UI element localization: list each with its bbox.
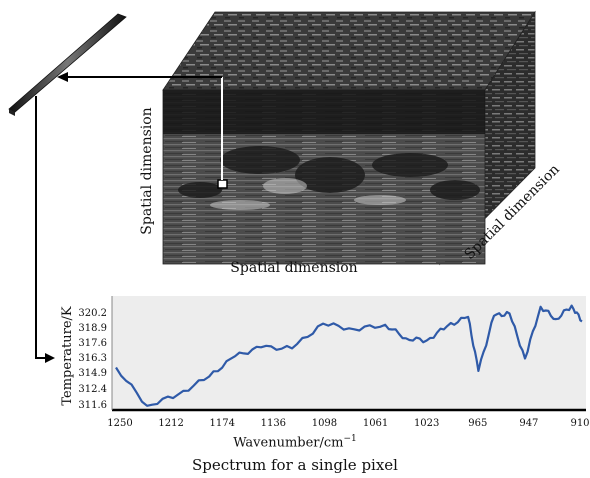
chart-y-label: Temperature/K: [60, 306, 75, 406]
arrow-to-rod-head: [57, 72, 68, 82]
y-tick-label: 311.6: [78, 400, 107, 411]
x-tick-label: 1250: [107, 418, 132, 429]
spectrum-series-line: [115, 304, 583, 407]
x-tick-label: 965: [468, 418, 487, 429]
spectrum-chart: Temperature/K 320.2318.9317.6316.3314.93…: [60, 296, 590, 429]
y-tick-label: 318.9: [78, 323, 107, 334]
cube-top-face: [162, 11, 536, 91]
y-tick-label: 320.2: [78, 308, 107, 319]
x-tick-labels: 1250 1212 1174 1136 1098 1061 1023 965 947 910: [107, 418, 589, 429]
hyperspectral-cube: [162, 10, 536, 266]
chart-plot-area: [112, 296, 586, 410]
y-tick-label: 316.3: [78, 353, 107, 364]
cube-vertical-label: Spatial dimension: [139, 107, 155, 234]
arrow-to-chart-head: [45, 353, 55, 363]
x-tick-label: 1136: [261, 418, 286, 429]
chart-caption: Spectrum for a single pixel: [192, 456, 398, 474]
x-tick-label: 1098: [312, 418, 337, 429]
cube-bottom-label: Spatial dimension: [230, 260, 357, 276]
x-tick-label: 1023: [414, 418, 439, 429]
chart-x-label: Wavenumber/cm−1: [233, 434, 357, 451]
y-tick-label: 312.4: [78, 384, 107, 395]
x-tick-label: 947: [519, 418, 538, 429]
pixel-spectrum-rod: [8, 13, 127, 116]
front-face-texture: [178, 146, 480, 200]
y-tick-label: 317.6: [78, 338, 107, 349]
y-tick-labels: 320.2 318.9 317.6 316.3 314.9 312.4 311.6: [78, 308, 107, 411]
selected-pixel-marker: [217, 179, 228, 189]
y-tick-label: 314.9: [78, 368, 107, 379]
x-tick-label: 1174: [209, 418, 234, 429]
x-tick-label: 1061: [363, 418, 388, 429]
x-tick-label: 910: [570, 418, 589, 429]
x-tick-label: 1212: [158, 418, 183, 429]
